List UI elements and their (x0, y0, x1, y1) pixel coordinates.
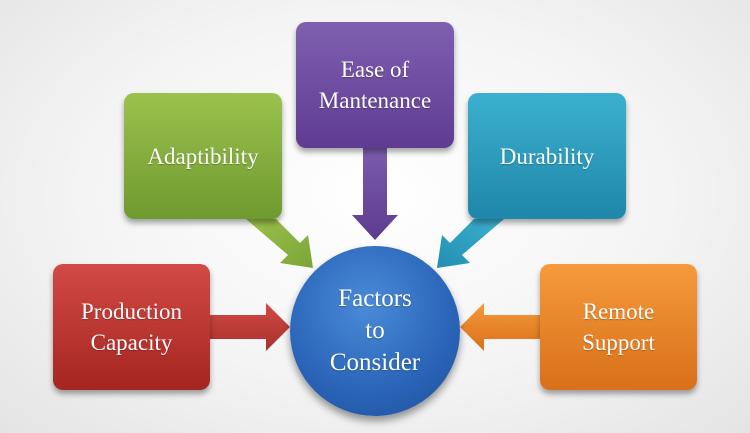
factor-box-ease-of-maintenance: Ease of Mantenance (296, 22, 454, 148)
factor-box-adaptibility: Adaptibility (124, 93, 282, 219)
arrow-ease-of-maintenance (352, 148, 398, 240)
factor-box-remote-support: Remote Support (540, 264, 697, 390)
factor-label: Production Capacity (81, 299, 182, 355)
arrow-production-capacity (210, 303, 290, 351)
factor-box-durability: Durability (468, 93, 626, 219)
factor-label: Durability (499, 143, 595, 169)
arrow-adaptibility (246, 219, 313, 268)
arrow-remote-support (460, 303, 540, 351)
factor-label: Adaptibility (147, 143, 259, 169)
factor-label: Ease of Mantenance (318, 57, 432, 113)
factor-label: Remote Support (582, 299, 655, 355)
arrow-durability (437, 219, 504, 268)
center-label: Factors to Consider (329, 285, 421, 376)
center-circle: Factors to Consider (290, 246, 460, 416)
factor-box-production-capacity: Production Capacity (53, 264, 210, 390)
